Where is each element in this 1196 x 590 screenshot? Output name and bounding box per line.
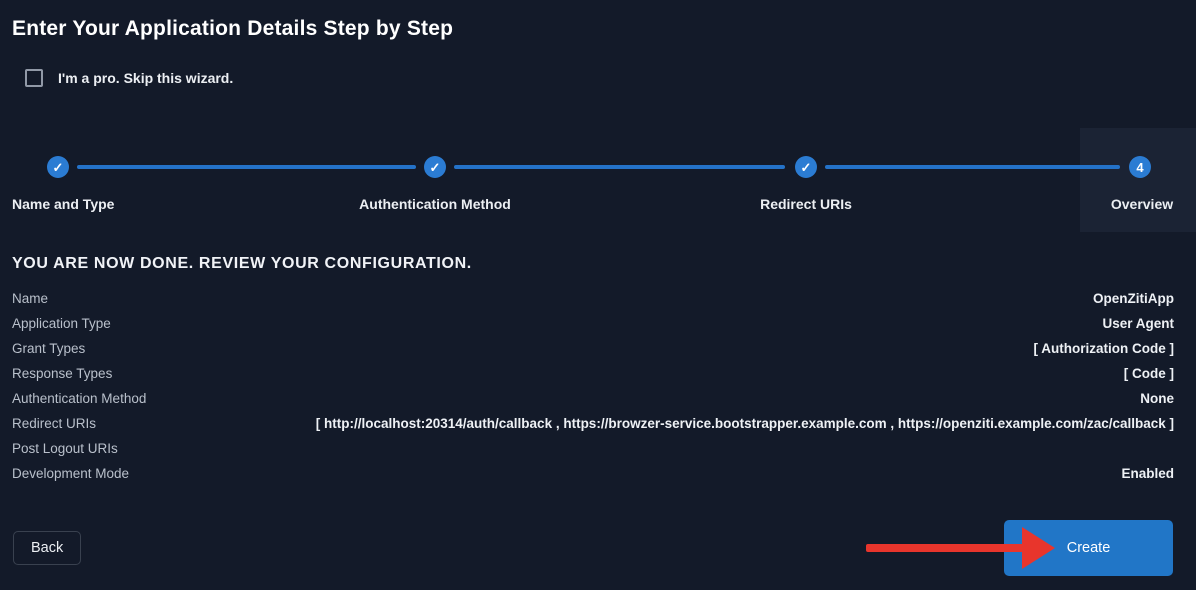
- review-row-name: Name OpenZitiApp: [12, 286, 1174, 311]
- row-label: Application Type: [12, 316, 111, 331]
- row-label: Post Logout URIs: [12, 441, 118, 456]
- step-number: 4: [1136, 159, 1144, 175]
- row-value: None: [1140, 391, 1174, 406]
- skip-wizard-label: I'm a pro. Skip this wizard.: [58, 70, 234, 86]
- step-label-overview: Overview: [1110, 196, 1174, 212]
- check-icon: ✓: [800, 159, 812, 175]
- review-heading: YOU ARE NOW DONE. REVIEW YOUR CONFIGURAT…: [12, 255, 472, 272]
- row-label: Development Mode: [12, 466, 130, 481]
- review-row-grant-types: Grant Types [ Authorization Code ]: [12, 336, 1174, 361]
- review-row-development-mode: Development Mode Enabled: [12, 461, 1174, 486]
- row-value: User Agent: [1102, 316, 1174, 331]
- annotation-arrow-icon: [1022, 527, 1055, 569]
- row-label: Authentication Method: [12, 391, 147, 406]
- step-1-circle[interactable]: ✓: [47, 156, 69, 178]
- review-row-authentication-method: Authentication Method None: [12, 386, 1174, 411]
- review-rows: Name OpenZitiApp Application Type User A…: [12, 286, 1174, 486]
- active-step-highlight: [1080, 128, 1196, 232]
- back-button[interactable]: Back: [13, 531, 82, 565]
- review-row-post-logout-uris: Post Logout URIs: [12, 436, 1174, 461]
- step-connector-line: [77, 165, 416, 169]
- row-value: Enabled: [1121, 466, 1174, 481]
- step-3-circle[interactable]: ✓: [795, 156, 817, 178]
- row-label: Grant Types: [12, 341, 86, 356]
- review-row-application-type: Application Type User Agent: [12, 311, 1174, 336]
- row-value: [ http://localhost:20314/auth/callback ,…: [315, 416, 1174, 431]
- row-value: [ Code ]: [1123, 366, 1174, 381]
- step-4-circle[interactable]: 4: [1129, 156, 1151, 178]
- row-label: Response Types: [12, 366, 113, 381]
- step-connector-line: [454, 165, 785, 169]
- row-value: OpenZitiApp: [1093, 291, 1174, 306]
- step-label-name-and-type: Name and Type: [12, 196, 115, 212]
- page-title: Enter Your Application Details Step by S…: [12, 17, 454, 40]
- check-icon: ✓: [429, 159, 441, 175]
- step-label-authentication-method: Authentication Method: [359, 196, 511, 212]
- row-label: Redirect URIs: [12, 416, 97, 431]
- step-connector-line: [825, 165, 1120, 169]
- check-icon: ✓: [52, 159, 64, 175]
- step-label-redirect-uris: Redirect URIs: [760, 196, 852, 212]
- step-2-circle[interactable]: ✓: [424, 156, 446, 178]
- skip-wizard-checkbox[interactable]: [25, 69, 43, 87]
- skip-wizard-row[interactable]: I'm a pro. Skip this wizard.: [25, 69, 233, 87]
- annotation-arrow-shaft: [866, 544, 1026, 552]
- review-row-redirect-uris: Redirect URIs [ http://localhost:20314/a…: [12, 411, 1174, 436]
- row-label: Name: [12, 291, 49, 306]
- row-value: [ Authorization Code ]: [1033, 341, 1174, 356]
- review-row-response-types: Response Types [ Code ]: [12, 361, 1174, 386]
